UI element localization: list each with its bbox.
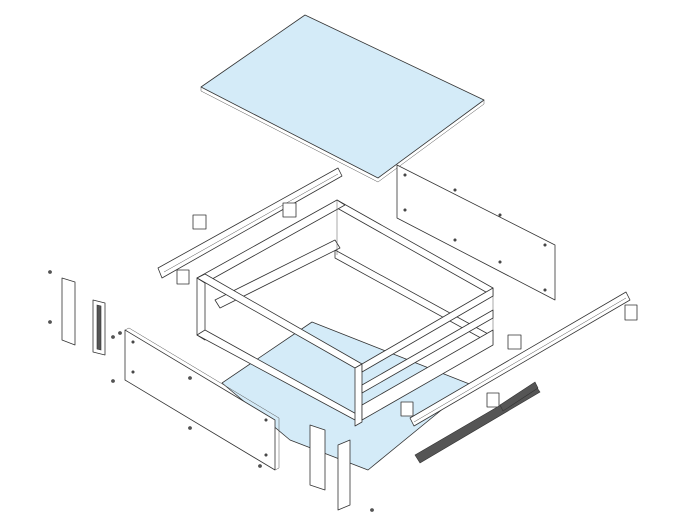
front-handle-left — [61, 277, 106, 356]
left-slide-rail — [157, 167, 343, 285]
rear-panel — [396, 164, 556, 301]
rail-mount-bracket — [507, 334, 522, 350]
rail-mount-bracket — [176, 269, 190, 285]
front-panel — [124, 327, 280, 471]
top-cover-panel — [200, 14, 485, 183]
rail-mount-bracket — [192, 214, 207, 230]
front-handle-right — [309, 424, 351, 511]
rail-mount-bracket — [624, 304, 638, 321]
enclosure-frame — [196, 199, 494, 427]
rail-mount-bracket — [282, 202, 297, 218]
ventilation-grille — [414, 381, 541, 464]
screws — [48, 270, 374, 512]
right-slide-rail — [400, 291, 638, 427]
rail-mount-bracket — [486, 392, 500, 408]
rail-mount-bracket — [400, 401, 414, 417]
